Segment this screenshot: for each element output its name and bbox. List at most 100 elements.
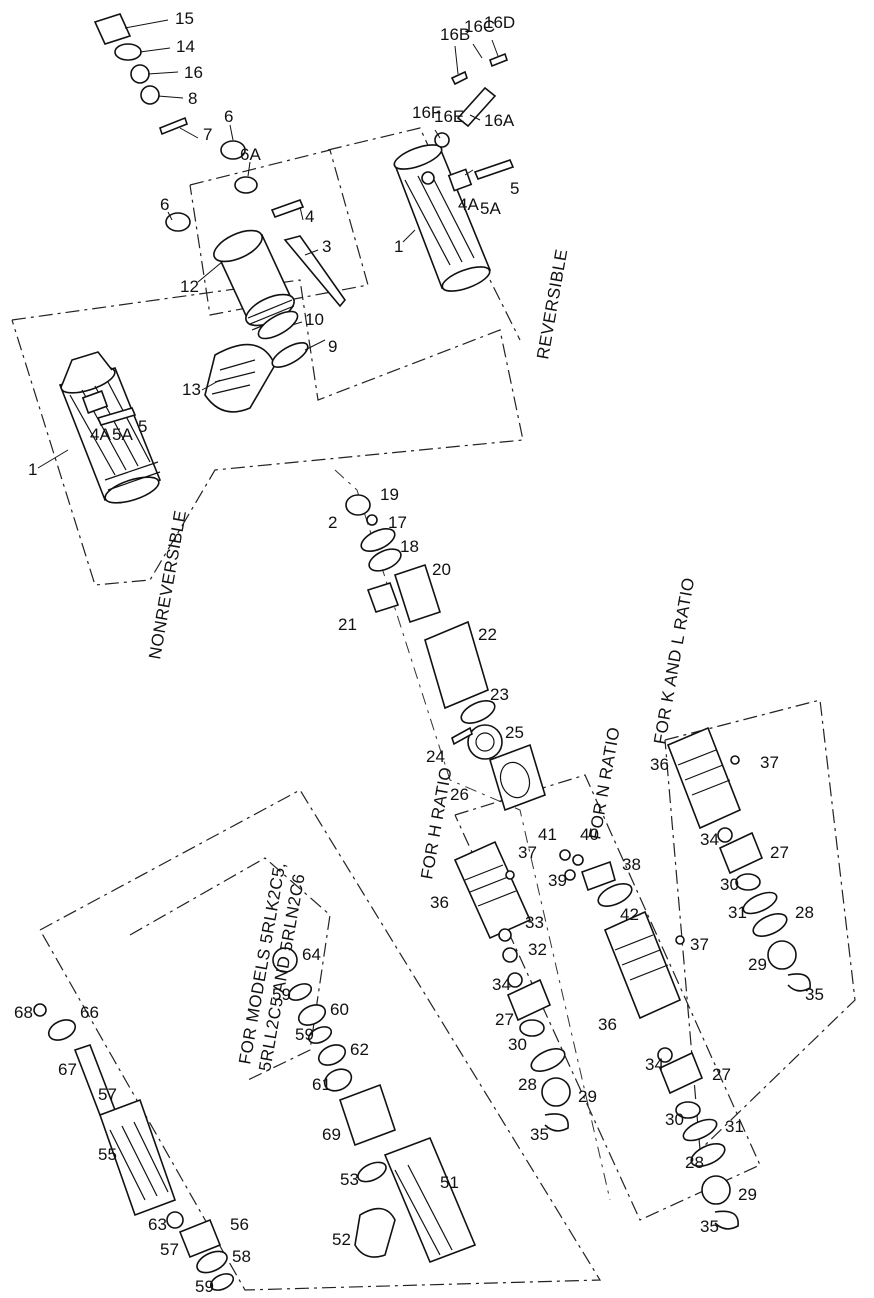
muffler-13 (204, 343, 276, 413)
callout-29-n: 29 (738, 1185, 757, 1204)
callout-42: 42 (620, 905, 639, 924)
reversible-boundary (189, 149, 369, 316)
nut-69 (338, 1083, 397, 1147)
pin-24 (451, 726, 473, 746)
gear-34-kl (717, 827, 733, 843)
o-ring-10 (257, 310, 299, 340)
callout-16d: 16D (484, 13, 515, 32)
callout-32: 32 (528, 940, 547, 959)
callout-27-h: 27 (495, 1010, 514, 1029)
callout-63: 63 (148, 1215, 167, 1234)
callout-29-h: 29 (578, 1087, 597, 1106)
ring-68 (33, 1003, 47, 1017)
lever-pin-4 (270, 198, 305, 219)
callout-58: 58 (232, 1247, 251, 1266)
gear-40 (572, 854, 584, 866)
callout-16: 16 (184, 63, 203, 82)
callout-16a: 16A (484, 111, 515, 130)
callout-1-reversible: 1 (394, 237, 403, 256)
end-plate-17 (360, 528, 396, 552)
seal-28-kl (752, 913, 788, 937)
callout-34-kl: 34 (700, 830, 719, 849)
callout-28-kl: 28 (795, 903, 814, 922)
callout-4: 4 (305, 207, 314, 226)
callout-30-kl: 30 (720, 875, 739, 894)
callout-16f: 16F (412, 103, 441, 122)
bearing-29-h (541, 1077, 571, 1107)
set-screw-37-n (675, 935, 685, 945)
washer-30-h (519, 1019, 545, 1037)
housing-reversible (393, 144, 492, 292)
callout-7: 7 (203, 125, 212, 144)
callout-53: 53 (340, 1170, 359, 1189)
callout-69: 69 (322, 1125, 341, 1144)
retainer-35-n (714, 1210, 739, 1230)
callout-4a-nonreversible: 4A (90, 425, 111, 444)
spring-63 (166, 1211, 184, 1229)
label-for-k-and-l-ratio: FOR K AND L RATIO (650, 576, 698, 746)
models-boundary (39, 789, 602, 1291)
callout-16b: 16B (440, 25, 470, 44)
valve-seat-8 (140, 85, 160, 105)
callout-8: 8 (188, 89, 197, 108)
callout-10: 10 (305, 310, 324, 329)
callout-34-n: 34 (645, 1055, 664, 1074)
callout-27-kl: 27 (770, 843, 789, 862)
spindle-27-h (506, 978, 552, 1022)
callout-17: 17 (388, 513, 407, 532)
valve-4a-nonreversible (81, 390, 109, 414)
callout-55: 55 (98, 1145, 117, 1164)
reverse-valve-16a (456, 86, 497, 128)
callout-25: 25 (505, 723, 524, 742)
shaft-67 (73, 1043, 117, 1117)
label-nonreversible: NONREVERSIBLE (145, 509, 190, 661)
callout-39: 39 (548, 871, 567, 890)
callout-67: 67 (58, 1060, 77, 1079)
callout-59-b: 59 (295, 1025, 314, 1044)
rotor-20 (393, 563, 442, 624)
callout-57-top: 57 (98, 1085, 117, 1104)
callout-37-h: 37 (518, 843, 537, 862)
k-l-ratio-boundary (664, 699, 856, 1152)
callout-24: 24 (426, 747, 445, 766)
retainer-35-h (544, 1113, 569, 1132)
throttle-housing-12 (213, 229, 297, 331)
label-for-n-ratio: FOR N RATIO (585, 725, 623, 840)
callout-1-nonreversible: 1 (28, 460, 37, 479)
callout-31-n: 31 (725, 1117, 744, 1136)
label-reversible: REVERSIBLE (533, 247, 571, 360)
label-for-h-ratio: FOR H RATIO (417, 765, 455, 880)
gear-33 (498, 928, 512, 942)
callout-5a-nonreversible: 5A (112, 425, 133, 444)
callout-26: 26 (450, 785, 469, 804)
callout-52: 52 (332, 1230, 351, 1249)
valve-stem-5-nonreversible (96, 407, 137, 426)
gear-34-h (507, 972, 523, 988)
washer-42 (597, 883, 633, 907)
callout-28-n: 28 (685, 1153, 704, 1172)
callout-9: 9 (328, 337, 337, 356)
ring-26 (489, 743, 546, 812)
set-screw-37-kl (730, 755, 740, 765)
callout-68: 68 (14, 1003, 33, 1022)
callout-21: 21 (338, 615, 357, 634)
housing-51 (383, 1136, 477, 1264)
callout-5-nonreversible: 5 (138, 417, 147, 436)
callout-23: 23 (490, 685, 509, 704)
washer-19 (366, 514, 378, 526)
clutch-56 (178, 1218, 222, 1259)
callout-12: 12 (180, 277, 199, 296)
valve-stem-5-reversible (473, 159, 515, 180)
callout-38: 38 (622, 855, 641, 874)
callout-33: 33 (525, 913, 544, 932)
ring-61 (323, 1068, 353, 1092)
washer-14 (114, 43, 142, 61)
spring-64 (272, 947, 298, 973)
callout-66: 66 (80, 1003, 99, 1022)
washer-59-a (287, 983, 313, 1001)
callout-57-bottom: 57 (160, 1240, 179, 1259)
callout-22: 22 (478, 625, 497, 644)
washer-30-kl (735, 873, 761, 891)
gear-case-36-h (453, 840, 532, 940)
